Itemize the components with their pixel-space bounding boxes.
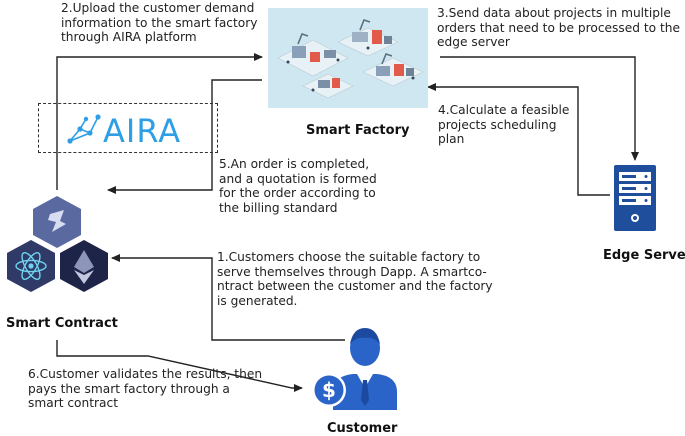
step1-text: 1.Customers choose the suitable factory … [217,250,493,308]
customer-label: Customer [327,421,398,436]
arrow-step6 [56,340,303,392]
smart-factory-image [268,8,428,108]
step4-text: 4.Calculate a feasible projects scheduli… [438,103,570,147]
smart-contract-icon [0,194,115,298]
step5-text: 5.An order is completed, and a quotation… [219,157,377,215]
edge-server-label: Edge Server [603,248,685,263]
step6-text: 6.Customer validates the results, then p… [28,367,263,411]
smart-contract-label: Smart Contract [6,316,118,331]
aira-logo-text: AIRA [103,112,182,150]
customer-icon: $ [305,318,405,414]
aira-network-icon [66,113,102,145]
arrow-step1 [111,254,345,341]
arrow-step3 [440,56,639,161]
step3-text: 3.Send data about projects in multiple o… [437,6,680,50]
arrow-step5 [107,79,262,194]
aira-logo-frame [38,103,218,153]
edge-server-icon [613,164,657,232]
svg-text:$: $ [322,378,336,402]
smart-factory-label: Smart Factory [306,123,410,138]
arrow-step4 [427,83,610,196]
step2-text: 2.Upload the customer demand information… [61,1,258,45]
arrow-step2 [56,53,263,190]
